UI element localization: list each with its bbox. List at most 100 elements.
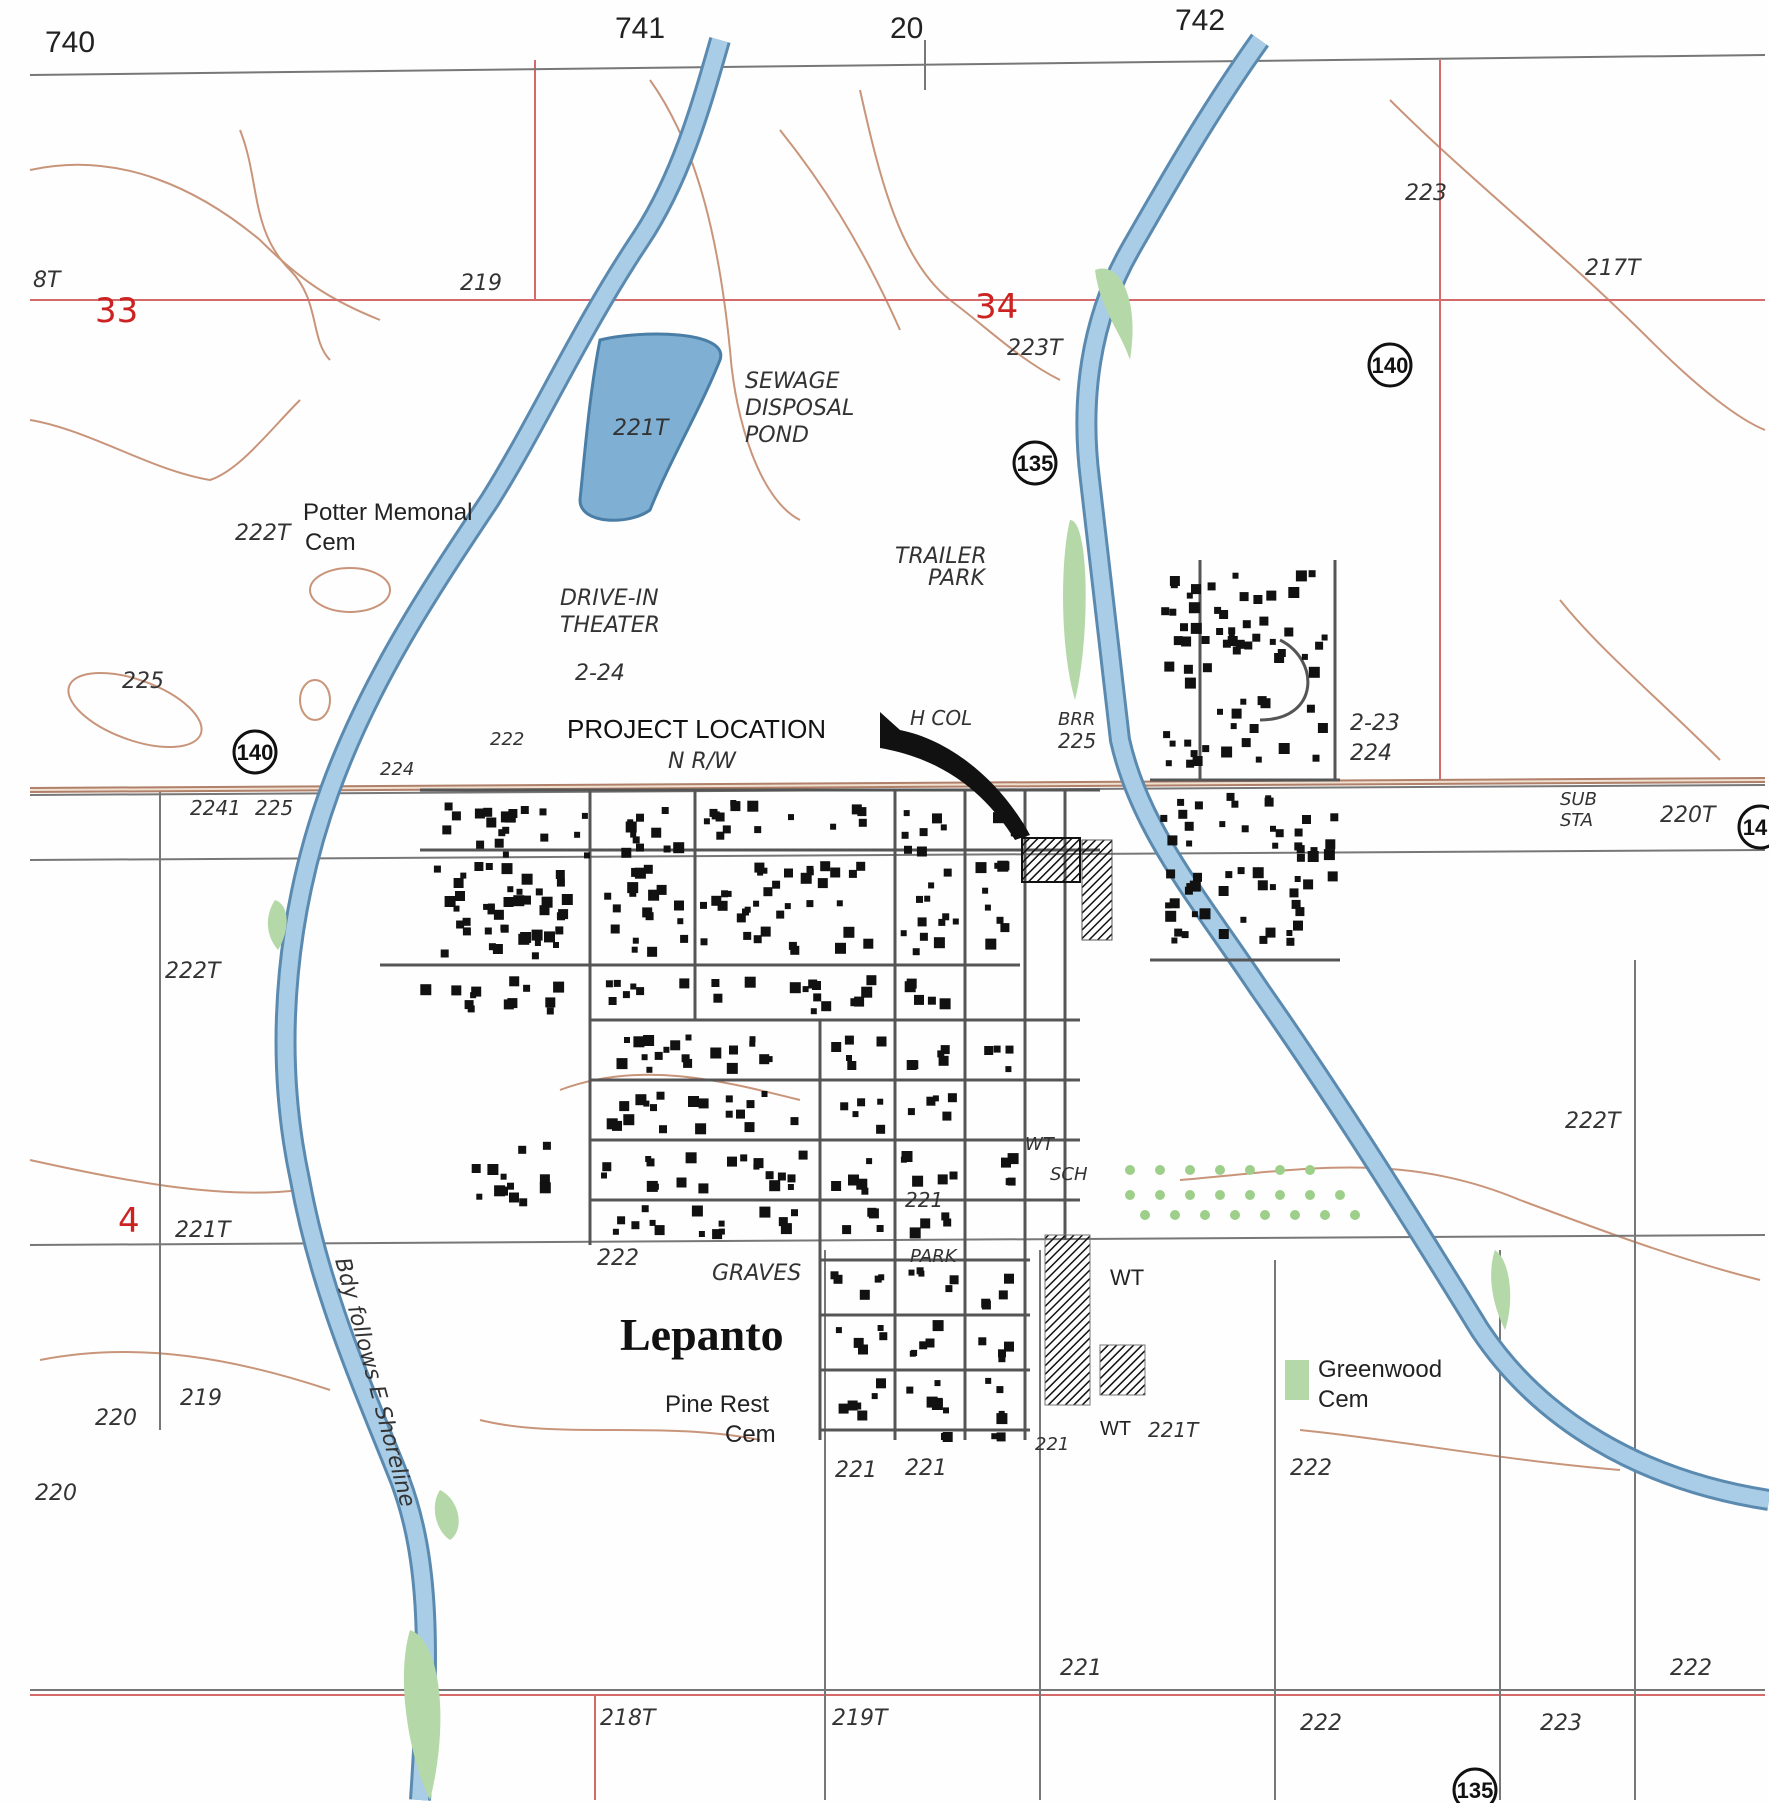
building [1184, 886, 1193, 895]
elev-221-park: 221 [905, 1188, 943, 1212]
building [617, 1216, 626, 1225]
building [1221, 746, 1233, 758]
building [509, 1192, 519, 1203]
building [909, 1227, 921, 1239]
building [830, 867, 841, 878]
building [634, 867, 646, 879]
building [747, 800, 759, 812]
building [680, 934, 689, 943]
building [934, 1380, 941, 1387]
building [906, 1386, 914, 1394]
building [843, 926, 855, 938]
building [1190, 622, 1202, 634]
building [630, 983, 637, 990]
town-name-lepanto: Lepanto [620, 1309, 784, 1360]
building [901, 1151, 913, 1162]
building [542, 1141, 551, 1150]
building [676, 1177, 687, 1188]
building [848, 1174, 859, 1186]
building [847, 1061, 857, 1070]
building [1310, 847, 1318, 855]
building [712, 1229, 723, 1240]
building [912, 1175, 924, 1187]
building [753, 900, 760, 907]
building [685, 1034, 692, 1041]
building [863, 938, 874, 949]
sewage-pond [578, 332, 723, 522]
building [866, 1158, 873, 1165]
building [623, 1114, 635, 1126]
building [813, 993, 822, 1002]
elev-224: 224 [380, 759, 414, 780]
building [456, 920, 465, 929]
building [848, 869, 857, 878]
building [1231, 708, 1242, 719]
building [462, 927, 471, 936]
building [725, 890, 732, 897]
building [730, 801, 741, 812]
building [952, 918, 959, 925]
building [729, 1045, 738, 1055]
building [674, 900, 684, 911]
building [605, 980, 613, 988]
building [874, 1275, 882, 1283]
building [753, 1158, 764, 1169]
building [503, 897, 514, 907]
label-wt-1: WT [1025, 1134, 1056, 1155]
building [932, 1397, 943, 1408]
label-20: 20 [890, 12, 923, 45]
building [659, 1125, 667, 1134]
building [460, 872, 467, 879]
building [1207, 582, 1216, 591]
building [718, 1220, 725, 1227]
building [1005, 1045, 1014, 1054]
elev-221-bottom-2: 221 [905, 1456, 947, 1481]
building [1184, 739, 1192, 747]
elev-221-bottom-1: 221 [835, 1458, 877, 1483]
building [1202, 663, 1212, 673]
building [1240, 698, 1247, 705]
elev-222t-potter: 222T [235, 521, 292, 546]
building [1167, 835, 1178, 846]
building [788, 814, 794, 821]
building [1165, 760, 1172, 767]
buildings [420, 570, 1339, 1442]
label-n-rw: N R/W [668, 749, 737, 774]
building [925, 1338, 935, 1348]
building [904, 845, 912, 854]
elev-222-green: 222 [1290, 1456, 1332, 1481]
building [940, 1045, 950, 1055]
building [711, 979, 720, 987]
building [685, 1152, 697, 1164]
building [857, 807, 867, 817]
building [635, 1094, 647, 1106]
label-pine-rest: Pine Rest [665, 1391, 769, 1418]
section-lines [30, 60, 1765, 1800]
building [749, 1040, 756, 1047]
building [647, 946, 658, 957]
building [802, 986, 809, 993]
label-sub: SUB [1560, 789, 1597, 810]
building [503, 999, 514, 1010]
building [798, 1150, 808, 1160]
label-greenwood: Greenwood [1318, 1356, 1442, 1383]
building [555, 926, 564, 935]
elev-221-low: 221 [1060, 1656, 1102, 1681]
building [498, 829, 506, 837]
building [1232, 572, 1239, 579]
building [854, 1402, 862, 1410]
building [927, 996, 936, 1005]
building [420, 984, 432, 996]
building [765, 1171, 774, 1180]
building [502, 851, 509, 858]
building [1218, 886, 1229, 896]
building [868, 1208, 879, 1219]
building [622, 991, 630, 999]
label-sta: STA [1560, 810, 1593, 831]
section-4: 4 [118, 1201, 140, 1241]
building [632, 937, 639, 944]
building [857, 1098, 866, 1107]
building [924, 895, 931, 902]
building [645, 1156, 652, 1162]
building [1288, 587, 1300, 598]
